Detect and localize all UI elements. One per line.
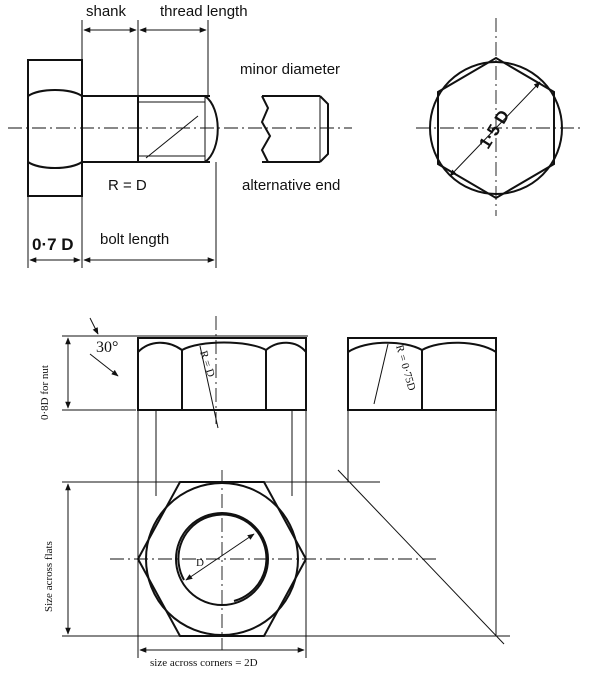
shank-label: shank [86, 3, 127, 20]
front-radius-label: R = D [197, 349, 217, 378]
minor-diameter-label: minor diameter [240, 61, 340, 78]
alternative-end-view [260, 95, 329, 163]
projection-lines [62, 410, 510, 658]
thread-length-label: thread length [160, 3, 248, 20]
head-height-label: 0·7 D [32, 235, 74, 254]
head-height-dimension [27, 162, 217, 268]
across-corners-head-label: 1·5 D [475, 107, 513, 152]
bolt-length-label: bolt length [100, 231, 169, 248]
shank-dimension [81, 20, 209, 96]
nut-thickness-label: 0·8D for nut [39, 365, 51, 420]
bore-label: D [196, 557, 204, 569]
radius-end-label: R = D [108, 177, 147, 194]
alternative-end-label: alternative end [242, 177, 340, 194]
nut-front-view [136, 316, 308, 429]
nut-plan-view [110, 470, 440, 650]
across-corners-label: size across corners = 2D [150, 657, 258, 669]
bolt-side-view [8, 59, 352, 197]
across-flats-label: Size across flats [43, 541, 55, 612]
chamfer-angle-label: 30° [96, 339, 118, 356]
side-radius-label: R = 0·75D [393, 344, 418, 393]
bolt-end-view [416, 18, 580, 216]
nut-thickness-dimension [62, 335, 136, 411]
nut-side-view [347, 337, 497, 411]
